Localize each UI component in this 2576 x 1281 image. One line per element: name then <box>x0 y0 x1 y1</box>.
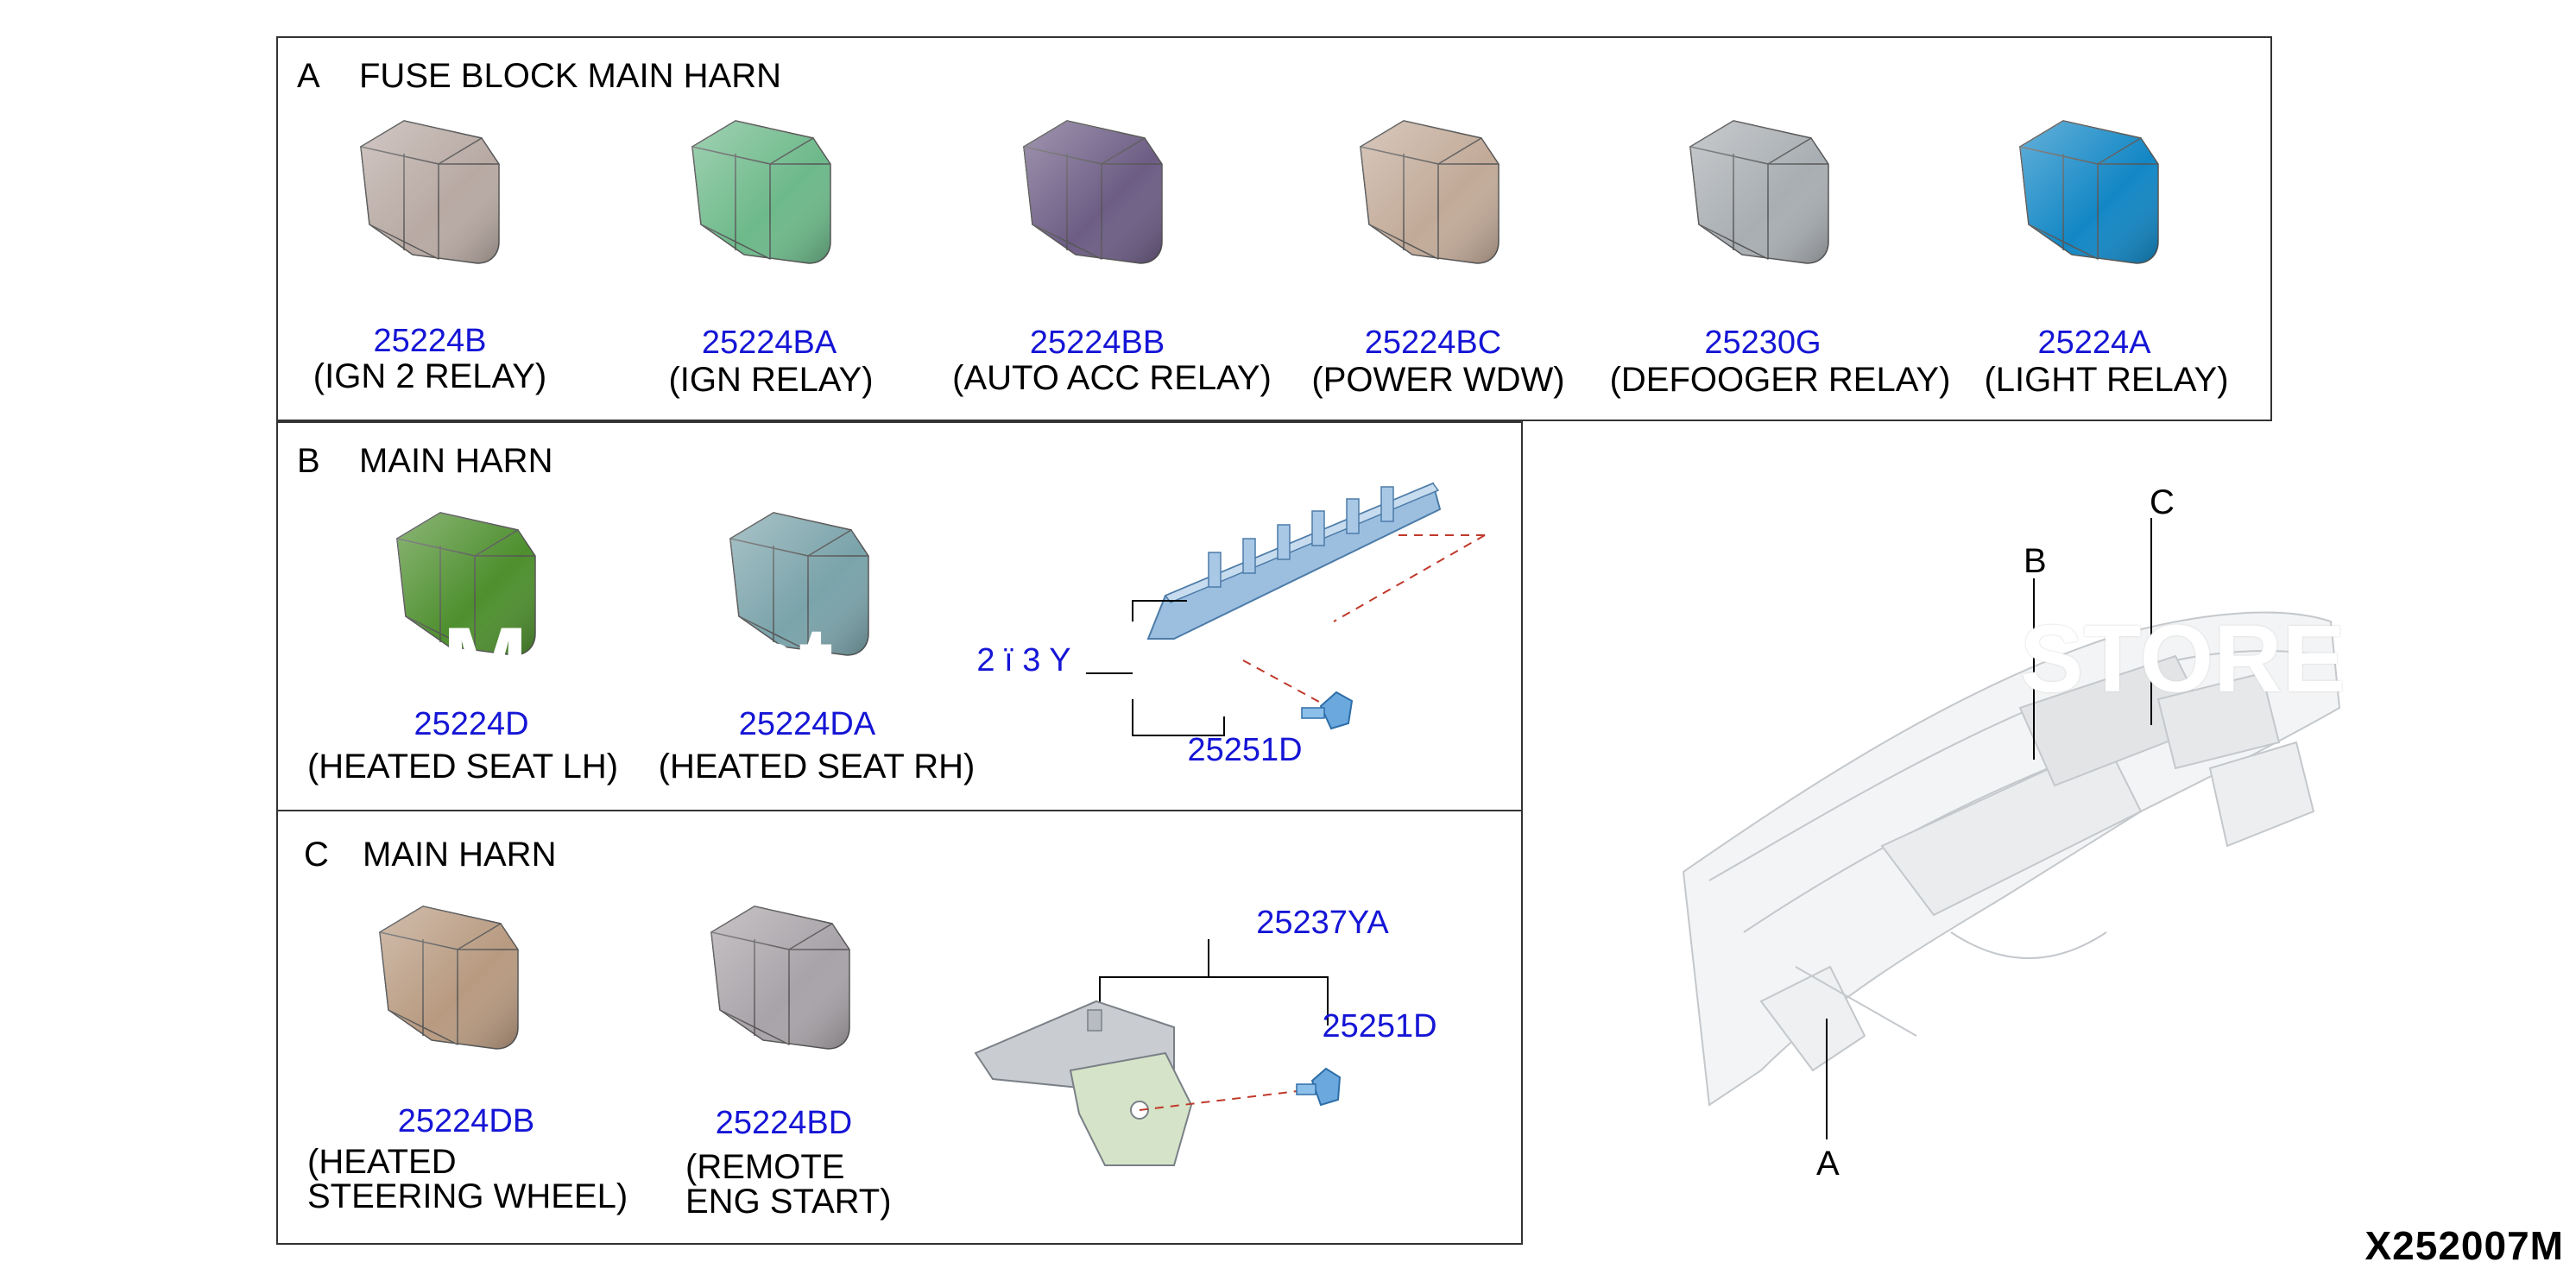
part-description: (IGN 2 RELAY) <box>313 357 547 395</box>
part-number: 25224A <box>2037 325 2151 361</box>
relay-image <box>1023 120 1163 264</box>
section-a-title: FUSE BLOCK MAIN HARN <box>359 57 781 95</box>
relay-image <box>2019 120 2159 264</box>
screw-part-number: 25251D <box>1322 1008 1437 1044</box>
watermark-right: STORE <box>2020 606 2346 712</box>
screw-b-image <box>1301 691 1354 730</box>
section-c-panel <box>276 810 1523 1245</box>
part-description: (HEATED SEAT LH) <box>306 748 619 786</box>
relay-image <box>710 906 850 1050</box>
relay-image <box>1689 120 1829 264</box>
section-a-panel <box>276 36 2272 421</box>
watermark-mid: nt <box>736 606 834 722</box>
part-number: 25224BA <box>701 325 837 361</box>
part-description: (DEFOOGER RELAY) <box>1609 361 1951 399</box>
watermark-left: M <box>442 606 528 722</box>
callout-c: C <box>2150 483 2175 521</box>
callout-b: B <box>2024 542 2047 580</box>
bracket-c-image <box>974 1000 1193 1166</box>
part-description: (IGN RELAY) <box>668 361 874 399</box>
section-b-title: MAIN HARN <box>359 442 553 480</box>
part-number: 25224B <box>373 323 487 359</box>
bracket-b-image <box>1146 482 1442 640</box>
part-number: 25224BB <box>1029 325 1165 361</box>
part-number: 25224D <box>414 706 529 742</box>
screw-c-image <box>1296 1067 1342 1107</box>
bracket-assembly-b <box>1086 482 1486 736</box>
dashboard-illustration <box>1682 518 2341 1139</box>
relay-image <box>1360 120 1500 264</box>
relay-image <box>729 512 869 656</box>
part-description: ENG START) <box>685 1183 892 1221</box>
section-b-letter: B <box>297 442 320 480</box>
part-number: 25224DA <box>738 706 876 742</box>
part-number: 25224BD <box>715 1105 853 1141</box>
relay-image <box>691 120 831 264</box>
section-c-letter: C <box>304 836 329 874</box>
drawing-number: X252007M <box>2364 1223 2564 1268</box>
bracket-assembly-c <box>974 939 1342 1166</box>
part-number: 25230G <box>1704 325 1822 361</box>
section-c-title: MAIN HARN <box>363 836 557 874</box>
relay-image <box>360 120 500 264</box>
part-description: STEERING WHEEL) <box>307 1177 628 1215</box>
relay-image <box>396 512 536 656</box>
bracket-part-number: 2 ï 3 Y <box>976 642 1071 678</box>
part-description: (REMOTE <box>685 1148 845 1186</box>
part-description: (POWER WDW) <box>1311 361 1565 399</box>
relay-image <box>379 906 519 1050</box>
part-description: (HEATED <box>307 1143 457 1181</box>
part-description: (HEATED SEAT RH) <box>658 748 975 786</box>
screw-part-number: 25251D <box>1187 732 1303 768</box>
bracket-part-number: 25237YA <box>1256 905 1389 941</box>
part-number: 25224BC <box>1364 325 1502 361</box>
part-description: (LIGHT RELAY) <box>1984 361 2229 399</box>
section-a-letter: A <box>297 57 320 95</box>
part-description: (AUTO ACC RELAY) <box>952 359 1272 397</box>
callout-a: A <box>1816 1145 1840 1183</box>
part-number: 25224DB <box>397 1103 535 1139</box>
